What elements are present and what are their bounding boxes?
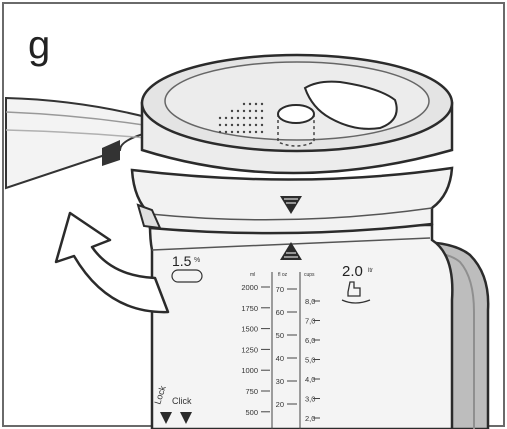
ring-tab bbox=[136, 203, 162, 230]
ml-scale-label: 1750 bbox=[241, 304, 258, 313]
step-label: g bbox=[28, 23, 50, 67]
floz-scale-label: 60 bbox=[276, 308, 284, 317]
left-capacity-unit: % bbox=[194, 257, 200, 264]
left-capacity-mark: 1.5 % bbox=[171, 253, 203, 283]
ml-scale-label: 1500 bbox=[241, 325, 258, 334]
ml-scale-label: 750 bbox=[245, 387, 258, 396]
floz-scale-label: 50 bbox=[276, 331, 284, 340]
right-capacity-value: 2.0 bbox=[342, 263, 363, 280]
floz-scale-label: 30 bbox=[276, 377, 284, 386]
ml-header: ml bbox=[250, 272, 255, 278]
floz-scale-label: 20 bbox=[276, 400, 284, 409]
lid-vent-holes bbox=[218, 102, 264, 134]
floz-header: fl oz bbox=[278, 272, 288, 278]
lock-text: Click bbox=[172, 396, 192, 406]
cups-scale-label: 4,0 bbox=[305, 375, 315, 384]
ml-scale-label: 2000 bbox=[241, 283, 258, 292]
lock-triangle-icon bbox=[160, 412, 172, 424]
latch-block-icon bbox=[102, 140, 120, 166]
floz-scale: 70 60 50 40 30 20 bbox=[276, 285, 297, 409]
left-capacity-value: 1.5 bbox=[172, 253, 192, 269]
cups-scale-label: 2,0 bbox=[305, 414, 315, 423]
ml-scale-label: 1000 bbox=[241, 366, 258, 375]
cups-scale-label: 8,0 bbox=[305, 297, 315, 306]
capacity-badge-icon bbox=[171, 269, 203, 283]
ml-scale-label: 500 bbox=[245, 408, 258, 417]
right-capacity-mark: 2.0 ltr bbox=[341, 263, 373, 304]
right-capacity-unit: ltr bbox=[368, 268, 373, 274]
cups-scale-label: 5,0 bbox=[305, 356, 315, 365]
jug-body bbox=[148, 223, 454, 429]
cups-scale: 8,0 7,0 6,0 5,0 4,0 3,0 2,0 bbox=[305, 297, 320, 423]
cups-scale-label: 7,0 bbox=[305, 317, 315, 326]
floz-scale-label: 70 bbox=[276, 285, 284, 294]
triangle-down-icon bbox=[280, 196, 302, 214]
cups-scale-label: 6,0 bbox=[305, 336, 315, 345]
floz-scale-label: 40 bbox=[276, 354, 284, 363]
click-triangle-icon bbox=[180, 412, 192, 424]
triangle-up-icon bbox=[280, 242, 302, 260]
lid bbox=[140, 53, 454, 175]
cups-scale-label: 3,0 bbox=[305, 395, 315, 404]
rotate-arrow-icon bbox=[54, 211, 170, 314]
cups-header: cups bbox=[304, 272, 315, 278]
ml-scale-label: 1250 bbox=[241, 345, 258, 354]
hand-icon bbox=[341, 281, 371, 304]
ml-scale: 2000 1750 1500 1250 1000 750 500 bbox=[241, 283, 270, 417]
